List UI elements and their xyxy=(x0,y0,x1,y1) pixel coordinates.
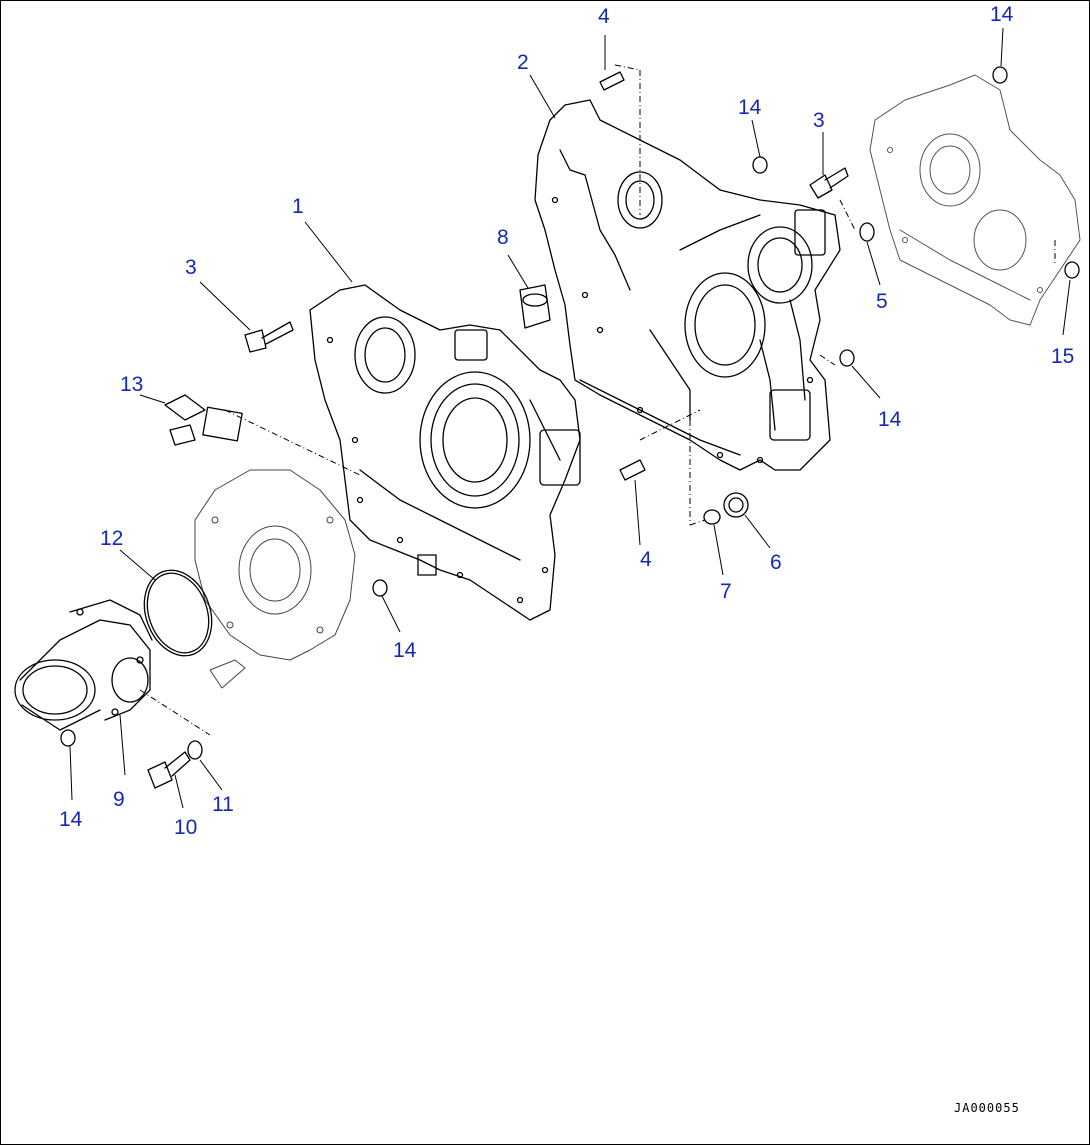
drawing-code: JA000055 xyxy=(954,1101,1020,1115)
dowel-pin-part-4-top xyxy=(599,71,625,91)
callout-6: 6 xyxy=(770,551,782,574)
mount-part-8 xyxy=(519,284,551,329)
plug-part-6 xyxy=(723,492,749,518)
callout-14-b: 14 xyxy=(990,3,1014,26)
callout-8: 8 xyxy=(497,226,509,249)
o-ring-inner xyxy=(146,572,210,654)
callout-5: 5 xyxy=(876,290,888,313)
front-case-part-1 xyxy=(309,284,581,621)
washer-part-11 xyxy=(187,740,203,760)
callout-14-d: 14 xyxy=(393,639,417,662)
callout-13: 13 xyxy=(120,373,144,396)
bolt-part-3-right xyxy=(809,167,849,199)
plug-part-7 xyxy=(703,509,721,525)
callout-14-c: 14 xyxy=(878,408,902,431)
plug-part-15 xyxy=(1064,261,1080,279)
bolt-part-3-left xyxy=(244,321,294,353)
output-housing-part-9 xyxy=(14,599,153,731)
callout-14-e: 14 xyxy=(59,808,83,831)
plate-part-13 xyxy=(164,394,243,446)
callout-9: 9 xyxy=(113,788,125,811)
plug-part-14-d xyxy=(372,579,388,597)
plug-part-14-b xyxy=(992,66,1008,84)
left-cover-plate xyxy=(194,469,356,689)
leader-lines xyxy=(69,27,1071,809)
callout-3-right: 3 xyxy=(813,109,825,132)
bolt-part-10 xyxy=(147,751,191,789)
plug-part-14-a xyxy=(752,156,768,174)
callout-3-left: 3 xyxy=(185,256,197,279)
callout-14-a: 14 xyxy=(738,96,762,119)
plug-part-5 xyxy=(859,222,875,242)
rear-case-part-2 xyxy=(534,99,841,471)
right-case-part-15 xyxy=(869,74,1081,326)
plug-part-14-e xyxy=(60,729,76,747)
callout-10: 10 xyxy=(174,816,198,839)
callout-7: 7 xyxy=(720,580,732,603)
o-ring-part-12 xyxy=(143,569,213,657)
callout-4-top: 4 xyxy=(598,5,610,28)
dowel-pin-part-4-bottom xyxy=(619,459,646,481)
callout-11: 11 xyxy=(212,793,234,816)
callout-2: 2 xyxy=(517,51,529,74)
plug-part-14-c xyxy=(839,349,855,367)
callout-15: 15 xyxy=(1051,345,1075,368)
callout-1: 1 xyxy=(292,195,304,218)
callout-12: 12 xyxy=(100,527,124,550)
callout-4-bottom: 4 xyxy=(640,548,652,571)
